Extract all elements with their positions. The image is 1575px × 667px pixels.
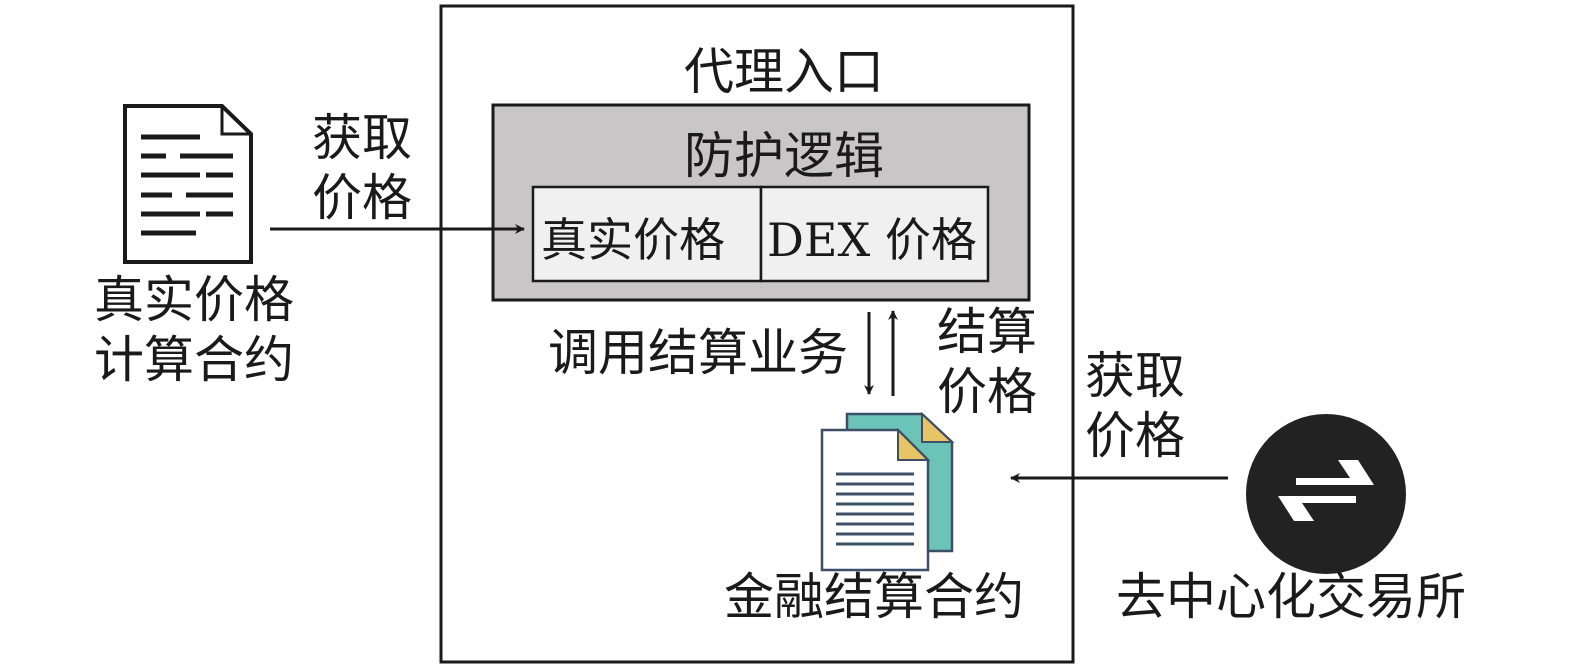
dex-price-cell xyxy=(759,185,990,283)
settlement-price-label: 结算 价格 xyxy=(937,303,1037,421)
protection-title: 防护逻辑 xyxy=(684,127,884,185)
document-icon xyxy=(123,104,253,264)
proxy-box xyxy=(439,4,1075,664)
call-settlement-label: 调用结算业务 xyxy=(548,324,848,382)
dex-label: 去中心化交易所 xyxy=(1116,568,1466,626)
get-price-right-label: 获取 价格 xyxy=(1085,347,1185,465)
real-price-cell xyxy=(531,185,763,283)
financial-contract-label: 金融结算合约 xyxy=(724,568,1024,626)
swap-arrows-icon xyxy=(1246,414,1406,574)
stacked-documents-icon xyxy=(820,411,955,572)
dex-price-cell-label: DEX 价格 xyxy=(767,213,977,267)
real-price-contract-label: 真实价格 计算合约 xyxy=(94,271,294,389)
proxy-title: 代理入口 xyxy=(684,43,884,101)
get-price-left-label: 获取 价格 xyxy=(312,109,412,227)
real-price-cell-label: 真实价格 xyxy=(541,213,725,267)
